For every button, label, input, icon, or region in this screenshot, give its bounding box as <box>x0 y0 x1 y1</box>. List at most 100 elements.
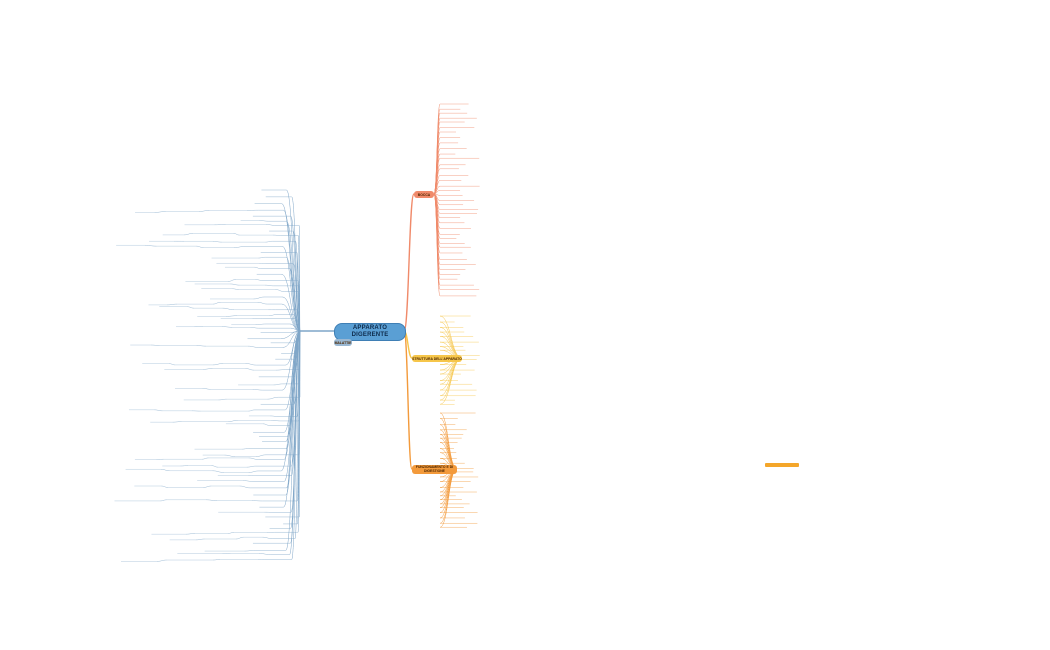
link-line <box>154 409 163 412</box>
branch-bocca-label: BOCCA <box>417 192 431 197</box>
link-line <box>196 245 204 248</box>
link-line <box>281 273 301 332</box>
link-bocca <box>403 193 415 332</box>
link-line <box>202 388 211 390</box>
link-line <box>169 363 176 366</box>
branch-funzionamento[interactable]: FUNZIONAMENTO E DI DIGESTIONE <box>412 465 457 474</box>
branch-struttura[interactable]: STRUTTURA DELL'APPARATO <box>412 355 462 362</box>
central-topic[interactable]: APPARATO DIGERENTE <box>334 323 406 341</box>
link-line <box>250 327 259 329</box>
link-line <box>227 532 235 534</box>
link-line <box>283 330 301 508</box>
branch-malattie[interactable]: MALATTIE <box>334 339 352 346</box>
link-line <box>144 245 157 247</box>
central-title-line-1: APPARATO <box>352 325 388 331</box>
link-line <box>297 291 301 332</box>
link-line <box>253 296 265 300</box>
link-line <box>232 288 239 290</box>
link-line <box>273 383 283 386</box>
link-line <box>271 420 281 422</box>
link-line <box>285 330 301 496</box>
link-line <box>212 302 221 305</box>
link-line <box>282 330 301 348</box>
link-line <box>281 330 301 391</box>
link-line <box>236 536 244 540</box>
link-line <box>160 499 167 502</box>
link-line <box>243 480 254 482</box>
link-line <box>246 465 256 468</box>
link-line <box>154 211 166 213</box>
link-line <box>245 363 257 366</box>
link-line <box>228 420 238 422</box>
link-line <box>267 396 279 400</box>
central-title-line-2: DIGERENTE <box>351 332 389 338</box>
link-line <box>255 323 267 325</box>
link-line <box>285 256 301 332</box>
link-line <box>205 499 217 501</box>
link-line <box>294 318 301 332</box>
link-line <box>439 357 463 405</box>
branch-bocca[interactable]: BOCCA <box>414 191 434 198</box>
link-line <box>258 553 271 555</box>
link-line <box>270 415 280 417</box>
link-line <box>294 330 301 539</box>
link-line <box>239 485 251 489</box>
branch-malattie-label: MALATTIE <box>334 340 352 345</box>
link-line <box>275 289 285 292</box>
link-line <box>218 398 227 401</box>
link-line <box>198 210 210 212</box>
link-line <box>172 421 182 423</box>
link-line <box>233 233 240 236</box>
link-line <box>257 302 268 305</box>
link-line <box>224 454 236 457</box>
link-line <box>157 559 167 562</box>
link-line <box>285 330 301 551</box>
link-line <box>183 233 194 236</box>
link-line <box>297 309 301 332</box>
link-line <box>233 246 246 248</box>
link-line <box>160 469 170 471</box>
link-line <box>196 345 207 347</box>
link-line <box>269 314 277 316</box>
link-line <box>248 409 255 412</box>
link-line <box>255 454 266 457</box>
link-line <box>255 279 263 281</box>
link-line <box>244 550 256 552</box>
link-line <box>222 307 235 310</box>
link-line <box>248 457 259 460</box>
link-line <box>264 284 274 287</box>
link-line <box>439 468 458 519</box>
highlighted-leaf-box <box>765 463 799 467</box>
link-line <box>247 345 259 348</box>
link-line <box>201 457 209 460</box>
link-line <box>254 266 261 269</box>
link-line <box>299 330 301 518</box>
branch-struttura-label: STRUTTURA DELL'APPARATO <box>412 356 462 361</box>
link-line <box>222 326 233 328</box>
link-line <box>262 536 273 539</box>
link-line <box>245 368 255 371</box>
link-line <box>161 485 169 488</box>
link-line <box>195 538 205 541</box>
link-line <box>241 448 249 450</box>
link-line <box>252 389 263 391</box>
branch-funzionamento-label: FUNZIONAMENTO E DI DIGESTIONE <box>415 465 454 473</box>
link-line <box>166 303 177 306</box>
link-line <box>293 263 301 332</box>
link-line <box>439 468 458 508</box>
link-line <box>265 240 273 243</box>
link-line <box>263 423 270 426</box>
link-line <box>248 470 259 473</box>
link-line <box>259 220 269 222</box>
link-line <box>297 330 301 533</box>
link-line <box>185 533 196 535</box>
link-line <box>212 559 221 561</box>
link-line <box>433 193 441 297</box>
link-funzionamento <box>403 330 413 470</box>
link-line <box>203 485 212 488</box>
link-line <box>212 241 222 243</box>
link-line <box>258 257 266 259</box>
link-line <box>211 465 219 468</box>
